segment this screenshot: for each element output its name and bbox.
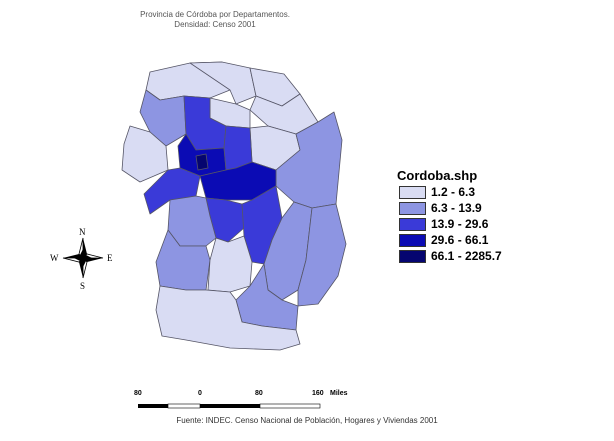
legend-item: 66.1 - 2285.7 (397, 248, 502, 264)
source-note: Fuente: INDEC. Censo Nacional de Poblaci… (176, 416, 438, 425)
legend-title: Cordoba.shp (397, 168, 478, 183)
map-title-line2: Densidad: Censo 2001 (174, 20, 256, 29)
legend-label: 66.1 - 2285.7 (431, 249, 502, 263)
legend-swatch (399, 249, 426, 263)
scale-label: 80 (255, 390, 263, 397)
scale-label: 0 (198, 390, 202, 397)
legend: Cordoba.shp 1.2 - 6.3 6.3 - 13.9 13.9 - … (397, 168, 502, 264)
legend-swatch (399, 201, 426, 215)
legend-item: 29.6 - 66.1 (397, 232, 502, 248)
map-title-line1: Provincia de Córdoba por Departamentos. (140, 10, 290, 19)
compass-north-label: N (79, 227, 86, 237)
department-24 (155, 285, 301, 351)
map-title: Provincia de Córdoba por Departamentos. … (100, 10, 330, 30)
legend-swatch (399, 233, 426, 247)
legend-label: 1.2 - 6.3 (431, 185, 476, 199)
department-21 (263, 201, 313, 301)
compass-south-label: S (80, 281, 86, 291)
compass-rose-icon (62, 237, 104, 279)
scale-unit: Miles (330, 390, 348, 397)
legend-item: 1.2 - 6.3 (397, 184, 502, 200)
legend-swatch (399, 217, 426, 231)
compass-east-label: E (107, 253, 113, 263)
department-6 (139, 89, 187, 147)
scale-label: 160 (312, 390, 324, 397)
scale-label: 80 (134, 390, 142, 397)
department-7 (121, 125, 169, 183)
department-22 (297, 203, 347, 307)
legend-item: 13.9 - 29.6 (397, 216, 502, 232)
department-20 (207, 235, 253, 293)
legend-label: 6.3 - 13.9 (431, 201, 482, 215)
legend-label: 13.9 - 29.6 (431, 217, 489, 231)
legend-item: 6.3 - 13.9 (397, 200, 502, 216)
legend-swatch (399, 185, 426, 199)
scale-bar (138, 403, 321, 409)
legend-label: 29.6 - 66.1 (431, 233, 489, 247)
compass-west-label: W (50, 253, 59, 263)
department-12 (195, 153, 209, 171)
